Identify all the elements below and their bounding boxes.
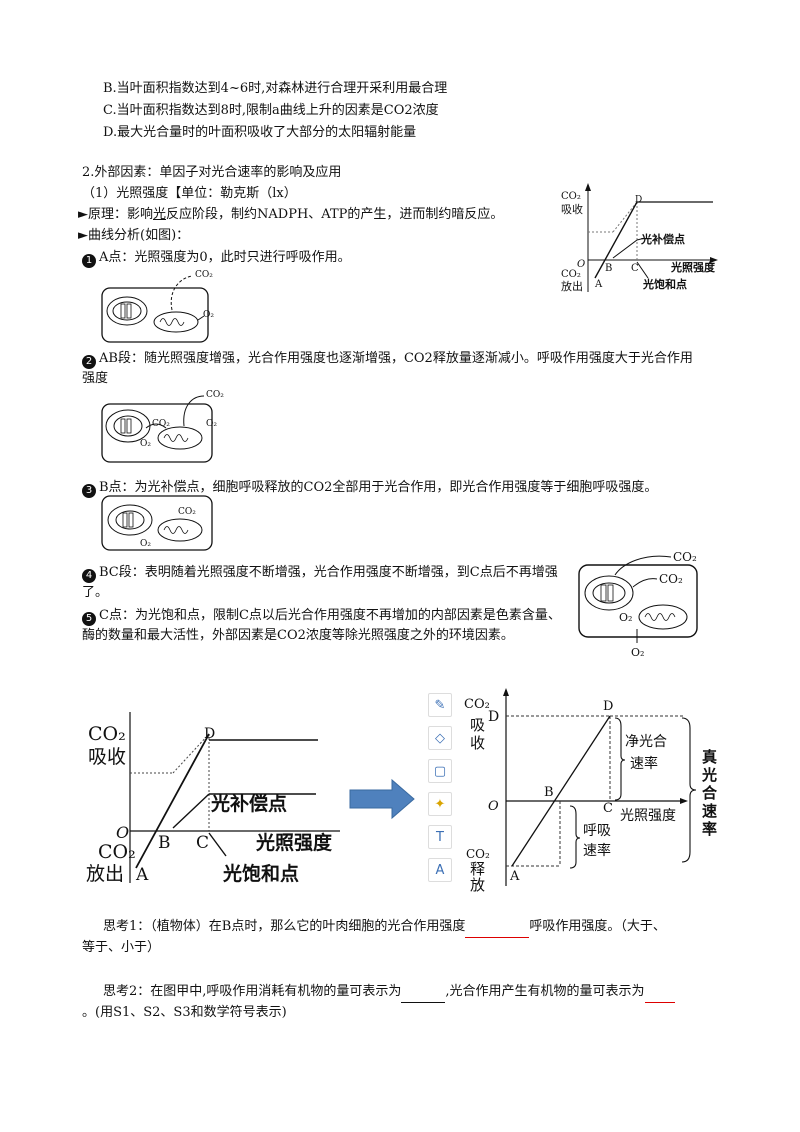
br-xlabel: 光照强度: [620, 808, 676, 824]
bl-d: D: [204, 726, 215, 742]
bullet-3: 3: [82, 484, 96, 498]
cell-c-o2-in: O₂: [619, 611, 632, 624]
br-ytop3: 收: [470, 734, 485, 752]
big-light-curve-left: CO₂ 吸收 O CO₂ 放出 A B C D 光补偿点 光照强度 光饱和点: [86, 712, 340, 885]
br-ytop: CO₂: [464, 697, 490, 712]
pen-icon[interactable]: ✎: [428, 693, 452, 717]
cell-c-co2-in: CO₂: [659, 572, 683, 586]
bl-ytop2: 吸收: [88, 746, 126, 768]
transition-arrow: [349, 778, 415, 820]
cell-ab-o2-in: O₂: [140, 439, 151, 449]
text-style-icon[interactable]: A: [428, 858, 452, 882]
sc-c: C: [631, 263, 639, 274]
sc-d: D: [635, 195, 642, 205]
sc-comp: 光补偿点: [640, 232, 685, 246]
textbox-icon[interactable]: T: [428, 825, 452, 849]
q2-answer-blank-2[interactable]: [644, 982, 675, 1003]
bl-c: C: [196, 833, 209, 853]
big-light-curve-right: CO₂ 吸 收 D O CO₂ 释 放 A B C D 净光合 速率 光照强度 …: [464, 688, 718, 894]
bl-a: A: [135, 865, 149, 885]
option-d: D.最大光合量时的叶面积吸收了大部分的太阳辐射能量: [103, 125, 417, 140]
br-o: O: [488, 799, 499, 814]
br-c: C: [603, 801, 613, 816]
cell-ab-o2-out: O₂: [206, 419, 217, 429]
cell-a-o2: O₂: [203, 310, 214, 320]
bullet-2: 2: [82, 355, 96, 369]
option-c: C.当叶面积指数达到8时,限制a曲线上升的因素是CO2浓度: [103, 103, 439, 118]
br-real1: 真: [702, 748, 717, 766]
cell-c-co2-out: CO₂: [673, 550, 697, 564]
br-ybot3: 放: [470, 876, 485, 894]
sc-ytop2: 吸收: [561, 202, 583, 216]
sc-b: B: [605, 263, 612, 274]
sc-a: A: [594, 279, 603, 290]
bl-sat: 光饱和点: [222, 862, 299, 885]
think-q2-line2: 。(用S1、S2、S3和数学符号表示): [82, 1005, 287, 1020]
frame-icon[interactable]: ▢: [428, 759, 452, 783]
principle-key: 光: [153, 207, 167, 222]
cell-b-co2: CO₂: [178, 507, 196, 517]
q2-answer-blank-1[interactable]: [401, 982, 446, 1003]
sc-ytop: CO₂: [561, 191, 581, 202]
cell-a-co2: CO₂: [195, 270, 213, 280]
sc-ybot2: 放出: [561, 279, 583, 293]
think-q2: 思考2：在图甲中,呼吸作用消耗有机物的量可表示为 ,光合作用产生有机物的量可表示…: [103, 982, 675, 1003]
cell-diagram-b: CO₂ O₂: [101, 495, 213, 551]
bl-ybot2: 放出: [86, 863, 124, 885]
br-b: B: [544, 785, 554, 800]
think-q1-line2: 等于、小于）: [82, 940, 161, 955]
br-ybot2: 释: [470, 860, 485, 878]
section-sub: （1）光照强度【单位：勒克斯（lx）: [82, 186, 297, 201]
bullet-4: 4: [82, 569, 96, 583]
principle-text: ►原理：影响光反应阶段，制约NADPH、ATP的产生，进而制约暗反应。: [78, 207, 504, 222]
bullet-1: 1: [82, 254, 96, 268]
br-ytop2: 吸: [470, 716, 485, 734]
cell-ab-co2-out: CO₂: [206, 390, 224, 400]
bl-o: O: [116, 823, 129, 842]
br-net2: 速率: [630, 755, 658, 772]
br-d-axis: D: [488, 709, 499, 725]
sc-ybot: CO₂: [561, 269, 581, 280]
sc-o: O: [577, 259, 585, 270]
section-heading: 2.外部因素：单因子对光合速率的影响及应用: [82, 165, 342, 180]
bulb-icon[interactable]: ✦: [428, 792, 452, 816]
br-a-axis: A: [509, 869, 520, 884]
cell-ab-co2-in: CO₂: [152, 419, 170, 429]
bl-ytop: CO₂: [88, 723, 126, 745]
cell-diagram-ab: CO₂ CO₂ O₂ O₂: [101, 390, 224, 463]
cell-diagram-a: CO₂ O₂: [101, 270, 214, 343]
br-real5: 率: [702, 820, 717, 838]
cell-b-o2: O₂: [140, 539, 151, 549]
small-light-curve: CO₂ 吸收 O CO₂ 放出 A B C D 光补偿点 光照强度 光饱和点: [561, 183, 718, 293]
bullet-5: 5: [82, 612, 96, 626]
br-net1: 净光合: [625, 734, 667, 750]
cell-c-o2-out: O₂: [631, 646, 644, 659]
br-real3: 合: [701, 784, 718, 802]
sc-sat: 光饱和点: [642, 277, 687, 291]
br-resp2: 速率: [583, 842, 611, 859]
br-real2: 光: [701, 766, 717, 784]
think-q1: 思考1：（植物体）在B点时，那么它的叶肉细胞的光合作用强度 呼吸作用强度。（大于…: [103, 917, 666, 938]
br-ybot: CO₂: [466, 847, 490, 861]
option-b: B.当叶面积指数达到4~6时,对森林进行合理开采利用最合理: [103, 81, 448, 96]
q1-answer-blank[interactable]: [465, 917, 530, 938]
bl-comp: 光补偿点: [210, 792, 287, 815]
bl-b: B: [158, 833, 171, 853]
cell-diagram-c: CO₂ CO₂ O₂ O₂: [578, 550, 698, 659]
br-real4: 速: [702, 802, 717, 820]
eraser-icon[interactable]: ◇: [428, 726, 452, 750]
bl-xlabel: 光照强度: [255, 831, 333, 854]
sc-xlabel: 光照强度: [670, 260, 716, 274]
br-resp1: 呼吸: [583, 823, 611, 839]
bl-ybot: CO₂: [98, 841, 136, 863]
br-d: D: [603, 699, 613, 714]
curve-analysis: ►曲线分析(如图)：: [78, 228, 190, 243]
